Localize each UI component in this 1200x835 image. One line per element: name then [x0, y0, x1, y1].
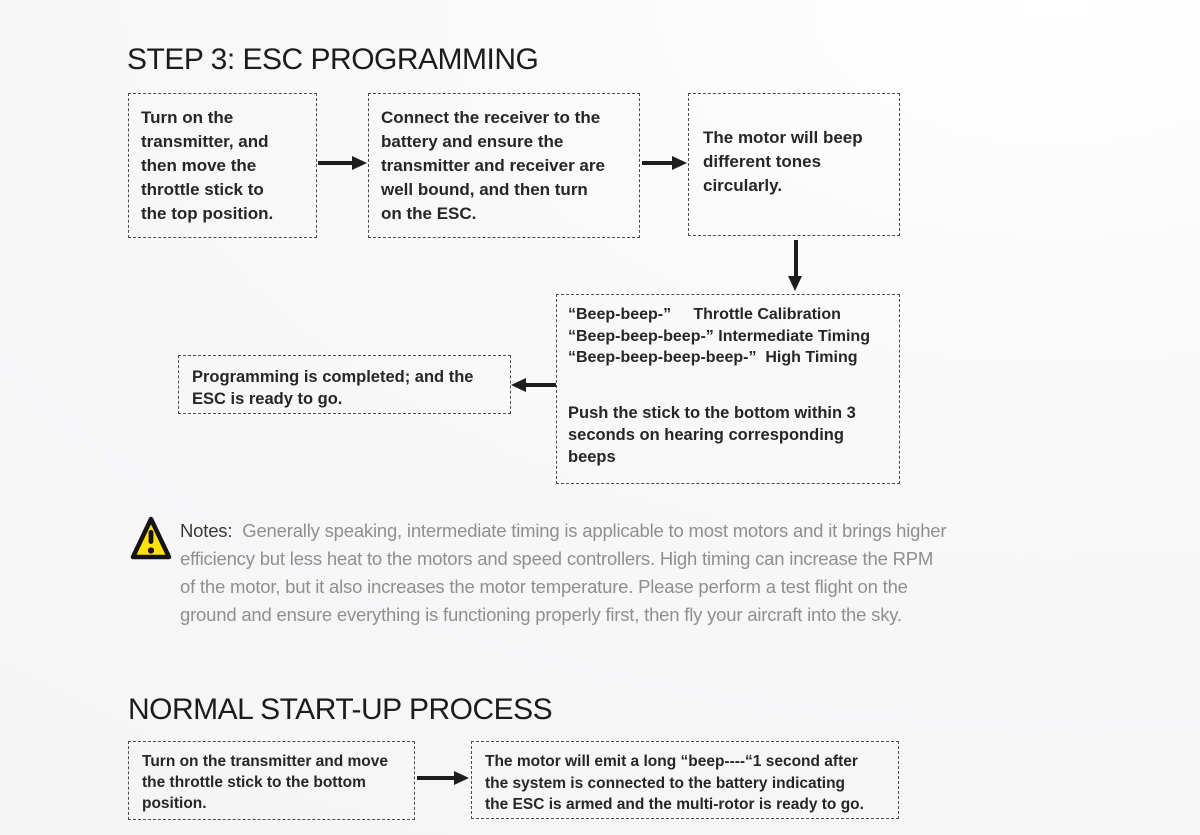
beep-code-throttle-calibration: “Beep-beep-” Throttle Calibration	[568, 306, 841, 323]
warning-icon	[130, 516, 172, 560]
flow-box-programming-completed-text: Programming is completed; and the ESC is…	[192, 368, 474, 408]
flow-box-startup-motor: The motor will emit a long “beep----“1 s…	[471, 741, 899, 819]
page-title-startup: NORMAL START-UP PROCESS	[128, 693, 553, 726]
notes-body: Generally speaking, intermediate timing …	[180, 520, 947, 625]
beep-code-high-timing: “Beep-beep-beep-beep-” High Timing	[568, 349, 858, 366]
flow-box-programming-completed: Programming is completed; and the ESC is…	[178, 355, 511, 414]
beep-code-intermediate-timing: “Beep-beep-beep-” Intermediate Timing	[568, 327, 870, 345]
flow-box-startup-transmitter: Turn on the transmitter and move the thr…	[128, 741, 415, 820]
notes-label: Notes:	[180, 520, 233, 541]
push-stick-instruction: Push the stick to the bottom within 3 se…	[568, 403, 856, 466]
flow-box-connect-receiver-text: Connect the receiver to the battery and …	[381, 108, 605, 223]
notes-paragraph: Notes:Generally speaking, intermediate t…	[180, 517, 1110, 629]
flow-box-turn-on-transmitter-text: Turn on the transmitter, and then move t…	[141, 108, 274, 223]
flow-box-motor-beeps: The motor will beep different tones circ…	[688, 93, 900, 236]
flow-box-turn-on-transmitter: Turn on the transmitter, and then move t…	[128, 93, 317, 238]
flow-box-beep-codes: “Beep-beep-” Throttle Calibration “Beep-…	[556, 294, 900, 484]
flow-box-motor-beeps-text: The motor will beep different tones circ…	[703, 128, 863, 195]
page-title-step3: STEP 3: ESC PROGRAMMING	[127, 43, 539, 76]
beep-code-list: “Beep-beep-” Throttle Calibration “Beep-…	[568, 304, 888, 369]
flow-box-connect-receiver: Connect the receiver to the battery and …	[368, 93, 640, 238]
flow-box-startup-motor-text: The motor will emit a long “beep----“1 s…	[485, 753, 864, 813]
flow-box-startup-transmitter-text: Turn on the transmitter and move the thr…	[142, 753, 389, 812]
